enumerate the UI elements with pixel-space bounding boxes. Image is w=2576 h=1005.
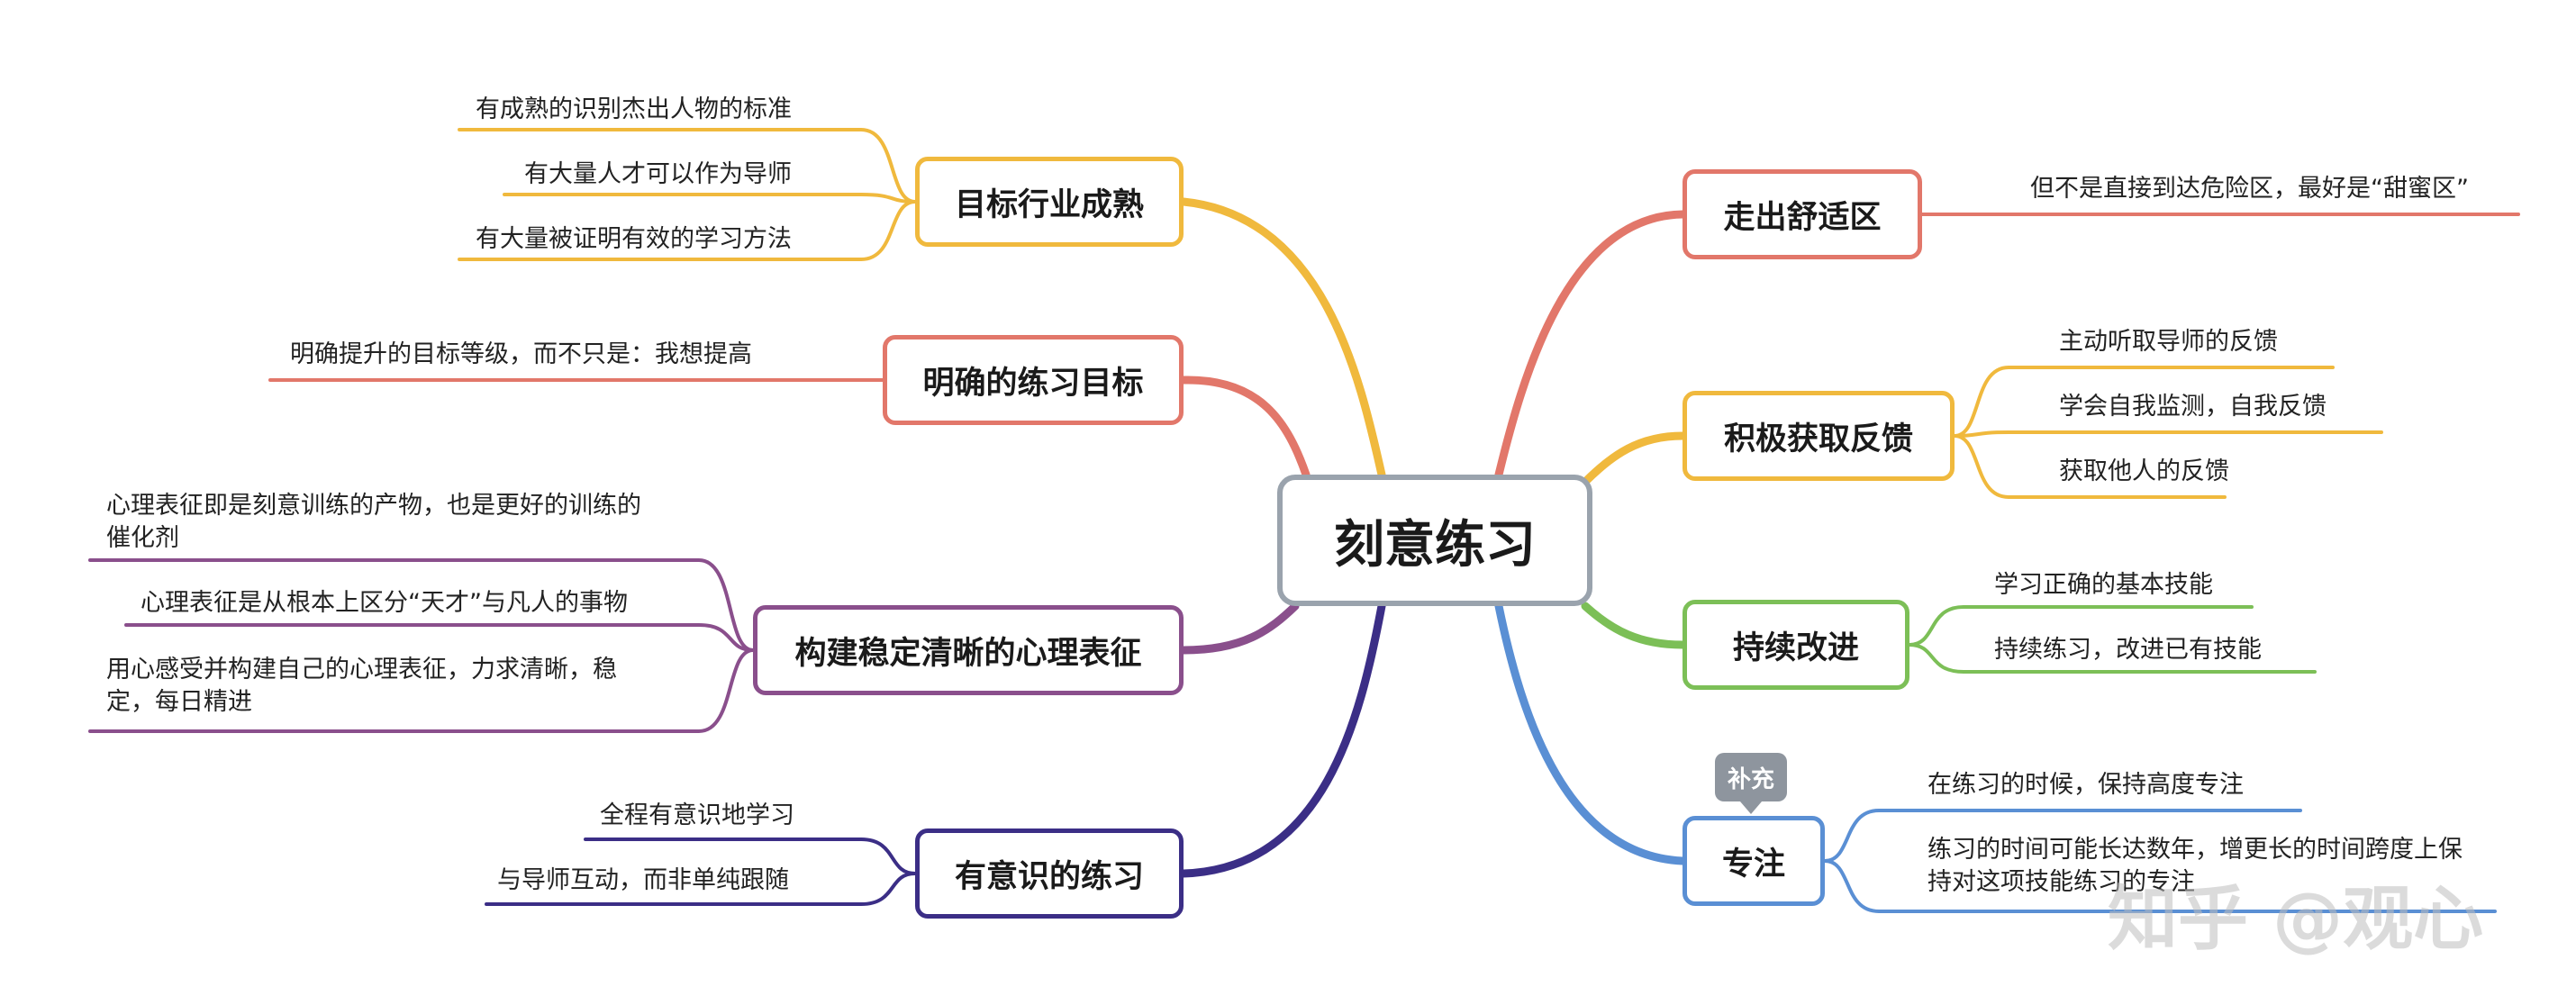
leaf-industry-2: 有大量人才可以作为导师 [524, 160, 792, 188]
branch-conscious-practice[interactable]: 有意识的练习 [915, 828, 1184, 919]
leaf-line-conscious-2 [485, 872, 917, 906]
branch-continuous-improvement[interactable]: 持续改进 [1683, 600, 1909, 690]
trunk-goals [1179, 376, 1311, 479]
branch-mental-representation[interactable]: 构建稳定清晰的心理表征 [753, 605, 1184, 695]
trunk-industry [1179, 197, 1386, 479]
trunk-mental [1179, 602, 1300, 655]
leaf-conscious-2: 与导师互动，而非单纯跟随 [497, 866, 789, 894]
branch-leave-comfort-zone[interactable]: 走出舒适区 [1683, 169, 1922, 259]
leaf-comfort-1: 但不是直接到达危险区，最好是“甜蜜区” [2030, 175, 2469, 203]
leaf-mental-3: 用心感受并构建自己的心理表征，力求清晰，稳定，每日精进 [106, 656, 617, 716]
leaf-feedback-2: 学会自我监测，自我反馈 [2059, 393, 2327, 421]
supplement-tag[interactable]: 补充 [1715, 753, 1787, 814]
leaf-mental-1: 心理表征即是刻意训练的产物，也是更好的训练的催化剂 [106, 492, 641, 552]
trunk-improve [1581, 602, 1687, 649]
leaf-line-feedback-2 [1953, 430, 2383, 438]
leaf-focus-2: 练习的时间可能长达数年，增更长的时间跨度上保持对这项技能练习的专注 [1927, 836, 2463, 896]
branch-seek-feedback[interactable]: 积极获取反馈 [1683, 391, 1955, 481]
leaf-line-improve-1 [1908, 605, 2254, 647]
leaf-focus-1: 在练习的时候，保持高度专注 [1927, 771, 2244, 799]
leaf-goals-1: 明确提升的目标等级，而不只是：我想提高 [290, 340, 752, 368]
leaf-improve-2: 持续练习，改进已有技能 [1994, 636, 2262, 664]
branch-focus[interactable]: 专注 [1683, 816, 1825, 906]
leaf-line-conscious-1 [584, 838, 917, 875]
leaf-feedback-1: 主动听取导师的反馈 [2059, 328, 2278, 356]
watermark: 知乎 @观心 [2108, 879, 2484, 960]
trunk-feedback [1581, 431, 1687, 486]
trunk-comfort [1494, 210, 1687, 479]
trunk-focus [1494, 602, 1687, 865]
leaf-conscious-1: 全程有意识地学习 [600, 801, 794, 829]
leaf-line-mental-3 [88, 648, 755, 733]
leaf-line-improve-2 [1908, 643, 2317, 674]
branch-clear-goals[interactable]: 明确的练习目标 [883, 335, 1184, 425]
leaf-line-industry-3 [458, 200, 917, 261]
leaf-line-focus-2 [1823, 859, 2497, 913]
leaf-mental-2: 心理表征是从根本上区分“天才”与凡人的事物 [141, 589, 628, 617]
leaf-line-feedback-1 [1953, 366, 2335, 438]
trunk-conscious [1179, 602, 1386, 878]
leaf-line-feedback-3 [1953, 434, 2227, 499]
leaf-line-industry-1 [458, 128, 917, 204]
leaf-line-mental-1 [88, 558, 755, 652]
leaf-industry-3: 有大量被证明有效的学习方法 [476, 225, 792, 253]
leaf-line-mental-2 [124, 623, 755, 652]
leaf-line-industry-2 [503, 193, 917, 204]
leaf-industry-1: 有成熟的识别杰出人物的标准 [476, 95, 792, 123]
leaf-line-focus-1 [1823, 809, 2302, 863]
central-topic[interactable]: 刻意练习 [1277, 475, 1592, 606]
branch-industry-maturity[interactable]: 目标行业成熟 [915, 157, 1184, 247]
leaf-feedback-3: 获取他人的反馈 [2059, 457, 2229, 485]
leaf-improve-1: 学习正确的基本技能 [1994, 571, 2213, 599]
